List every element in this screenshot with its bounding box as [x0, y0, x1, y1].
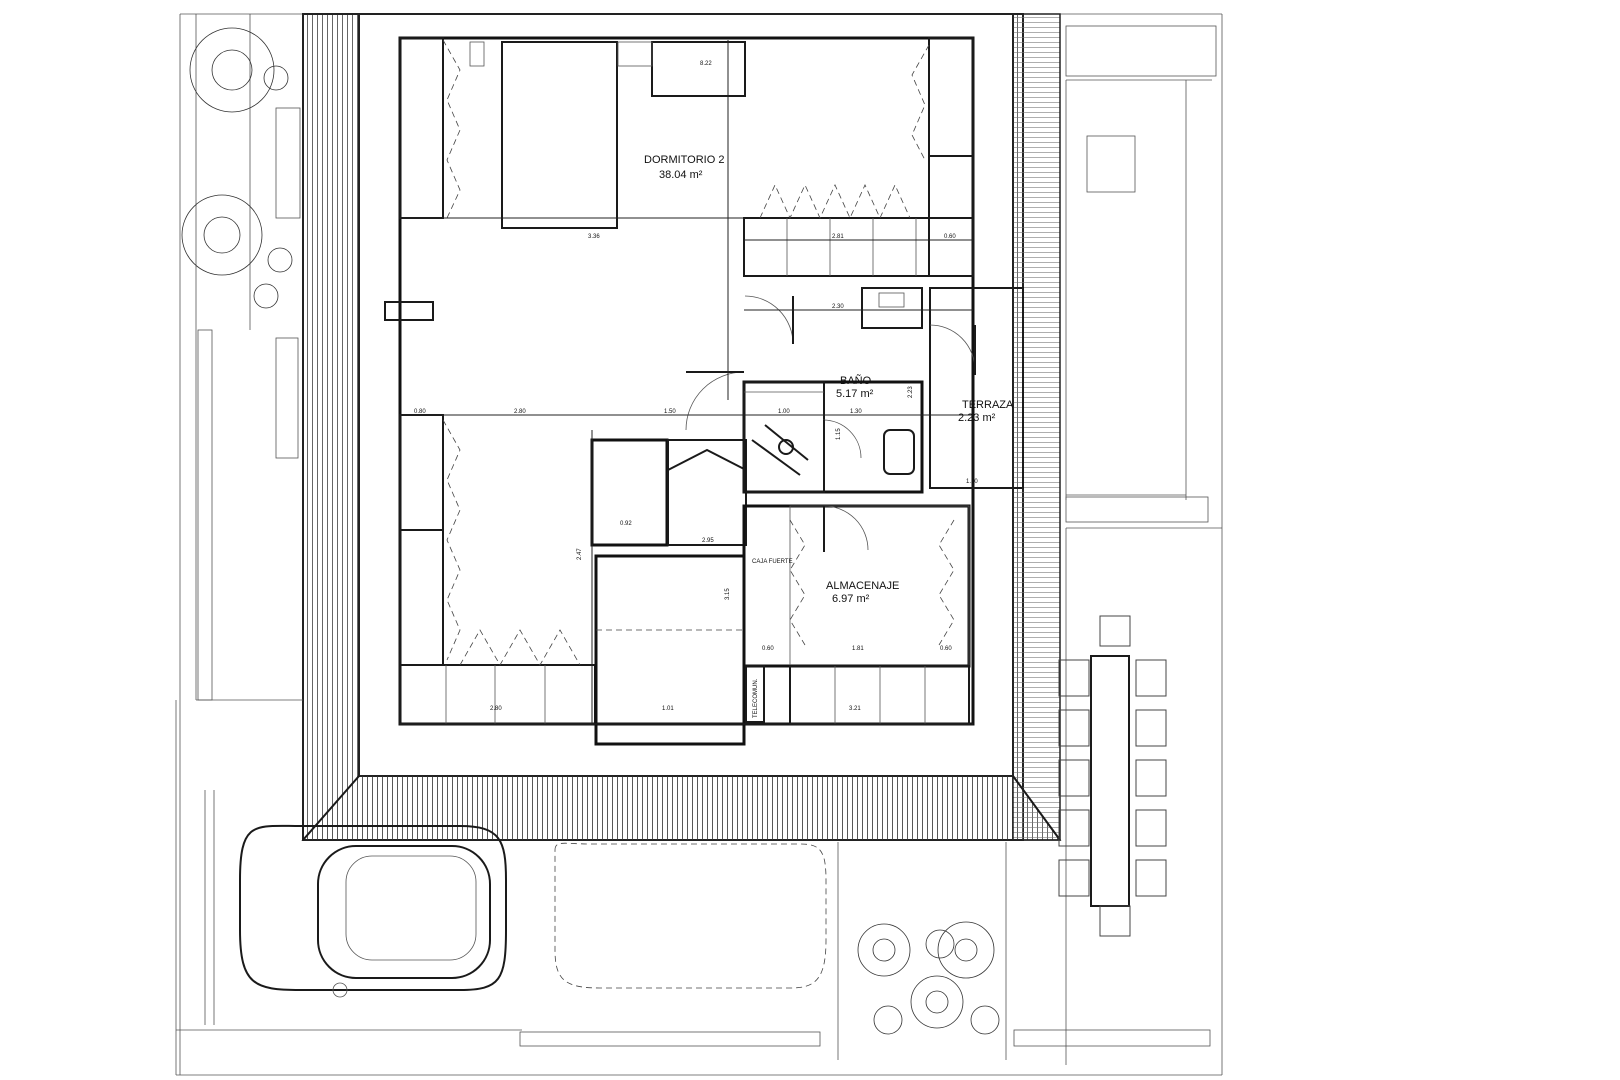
parking [176, 790, 1007, 1060]
dim-181: 1.81 [852, 646, 864, 652]
dim-060a: 0.60 [944, 234, 956, 240]
dim-295: 2.95 [702, 538, 714, 544]
dim-115: 1.15 [836, 428, 842, 440]
dimension-lines [400, 40, 973, 725]
dim-336: 3.36 [588, 234, 600, 240]
dim-060c: 0.60 [940, 646, 952, 652]
roof-eaves [301, 13, 1062, 841]
almacenaje-area: 6.97 m² [832, 593, 870, 605]
door-swings [685, 295, 794, 431]
terraza-area: 2.23 m² [958, 412, 996, 424]
dim-247: 2.47 [577, 548, 583, 560]
left-garden [181, 14, 303, 701]
dim-280b: 2.80 [490, 706, 502, 712]
dim-223: 2.23 [908, 386, 914, 398]
dimension-labels: 8.22 3.36 2.81 0.60 2.30 0.80 2.80 1.50 … [414, 61, 978, 712]
dim-060b: 0.60 [762, 646, 774, 652]
dim-150: 1.50 [664, 409, 676, 415]
bano-name: BAÑO [840, 374, 872, 387]
dim-822: 8.22 [700, 61, 712, 67]
dim-315: 3.15 [725, 588, 731, 600]
room-labels: DORMITORIO 2 38.04 m² BAÑO 5.17 m² TERRA… [644, 154, 1014, 718]
bano-area: 5.17 m² [836, 388, 874, 400]
dim-281: 2.81 [832, 234, 844, 240]
telecomun-label: TELECOMUN. [753, 678, 759, 718]
dim-080: 0.80 [414, 409, 426, 415]
dim-130: 1.30 [850, 409, 862, 415]
bano-room [742, 287, 924, 494]
terraza-room [929, 287, 1024, 489]
caja-fuerte-label: CAJA FUERTE [752, 559, 793, 565]
dining-table [1058, 615, 1167, 937]
dormitorio-area: 38.04 m² [659, 169, 703, 181]
almacenaje-name: ALMACENAJE [826, 580, 899, 592]
dim-092: 0.92 [620, 521, 632, 527]
dim-101: 1.01 [662, 706, 674, 712]
almacenaje-room [742, 504, 971, 725]
dim-280: 2.80 [514, 409, 526, 415]
dim-230: 2.30 [832, 304, 844, 310]
dormitorio-name: DORMITORIO 2 [644, 154, 724, 166]
dim-100: 1.00 [778, 409, 790, 415]
dim-110: 1.10 [966, 479, 978, 485]
bottom-garden [857, 921, 1000, 1035]
terraza-name: TERRAZA [962, 399, 1014, 411]
dim-321: 3.21 [849, 706, 861, 712]
